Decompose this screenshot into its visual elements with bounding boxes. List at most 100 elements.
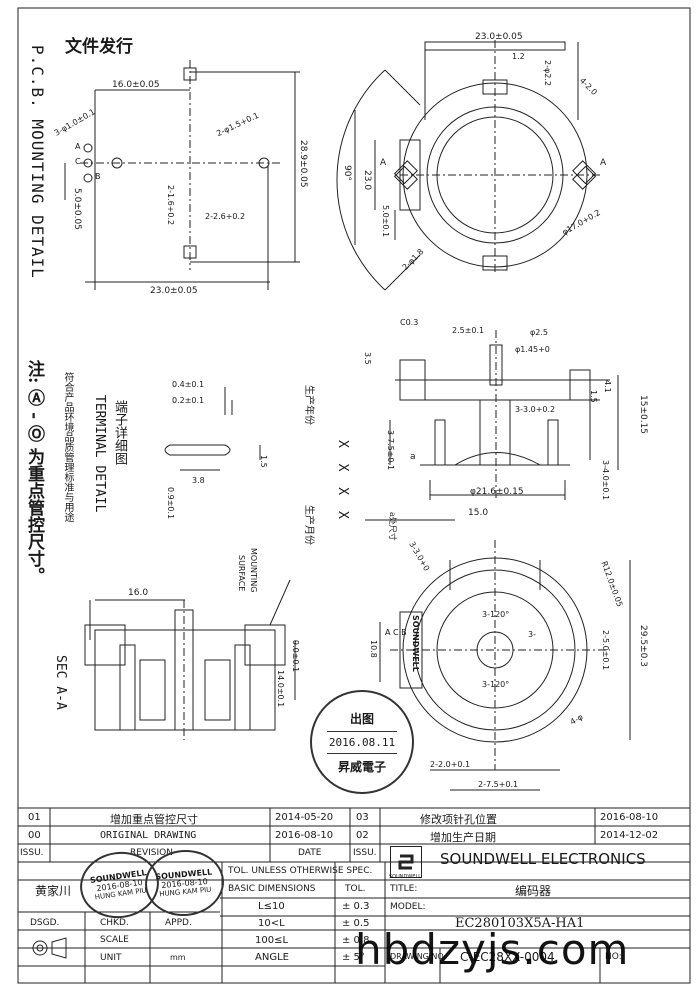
rev-00-no: 00: [28, 830, 41, 841]
side-dim-34: 3-4.0±0.1: [601, 460, 610, 501]
top-dim-50: 5.0±0.1: [381, 205, 390, 238]
side-a: a: [410, 452, 416, 462]
bottom-dim-15: 15.0: [468, 508, 489, 518]
bottom-pins: A C B: [385, 628, 407, 637]
side-dim-216: φ21.6±0.15: [470, 487, 524, 497]
section-label: SEC A-A: [53, 655, 68, 710]
bottom-dim-75: 2-7.5+0.1: [478, 780, 519, 789]
tol-row3-val: ± 0.8: [342, 935, 370, 946]
terminal-dim-02: 0.2±0.1: [172, 396, 205, 405]
terminal-detail-cn: 端子详细图: [112, 400, 127, 465]
rev-03-desc: 修改项针孔位置: [420, 813, 497, 826]
rev-03-date: 2016-08-10: [600, 812, 659, 823]
terminal-dim-15: 1.5: [259, 455, 268, 468]
top-sec-a-right: A: [600, 158, 607, 168]
issu-label: ISSU.: [20, 848, 44, 858]
angle-val: ± 5°: [342, 952, 365, 963]
terminal-detail-en: TERMINAL DETAIL: [92, 395, 107, 513]
rev-01-no: 01: [28, 812, 41, 823]
stamp-bottom: 昇威電子: [337, 759, 386, 774]
pcb-mounting-title: P.C.B. MOUNTING DETAIL: [28, 45, 47, 279]
basic-dim-header: BASIC DIMENSIONS: [228, 884, 316, 894]
side-dim-41: 4.1: [603, 380, 612, 393]
date-code-xs: X X X X: [335, 440, 350, 523]
bottom-a-label: a处尺寸: [388, 512, 397, 541]
tol-row3-dim: 100≤L: [255, 935, 289, 946]
pcb-pin-b: B: [95, 172, 101, 181]
top-dim-90: 90°: [342, 165, 352, 181]
bottom-dim-295: 29.5±0.3: [638, 625, 648, 667]
side-dim-3030: 3-3.0+0.2: [515, 405, 556, 414]
tol-col-header: TOL.: [345, 884, 366, 894]
side-dim-15: 1.5: [589, 390, 598, 403]
pcb-dim-289: 28.9±0.05: [298, 140, 308, 188]
chkd-label: CHKD.: [100, 918, 129, 928]
model-value: EC280103X5A-HA1: [455, 916, 585, 931]
pcb-dim-23: 23.0±0.05: [150, 286, 198, 296]
pcb-hole-2b: 2-1.6+0.2: [166, 185, 175, 226]
rev-01-desc: 增加重点管控尺寸: [110, 813, 198, 826]
date-label: DATE: [298, 848, 322, 858]
section-surface: SURFACE: [237, 555, 246, 592]
designer-name: 黄家川: [35, 884, 72, 898]
side-c03: C0.3: [400, 318, 419, 327]
drawing-no-label: DRAWING NO:: [390, 952, 447, 961]
section-dim-14: 14.0±0.1: [276, 670, 285, 708]
company-name: SOUNDWELL ELECTRONICS: [440, 850, 646, 868]
soundwell-logo-text: SOUNDWELL: [389, 874, 422, 880]
environment-note: 符合产品环境品质管理标准与用途: [62, 372, 73, 522]
rev-02-desc: 增加生产日期: [430, 831, 496, 844]
tol-row1-val: ± 0.3: [342, 901, 370, 912]
bottom-dim-3: 3-: [528, 630, 536, 639]
bottom-dim-20: 2-2.0+0.1: [430, 760, 471, 769]
side-phi25: φ2.5: [530, 328, 548, 337]
file-issue-label: 文件发行: [65, 37, 133, 57]
rev-02-date: 2014-12-02: [600, 830, 659, 841]
bottom-brand: SOUNDWELL: [411, 615, 420, 672]
page-no-label: NO:: [605, 952, 622, 962]
angle-label: ANGLE: [255, 952, 289, 963]
bottom-dim-2050: 2-5.0±0.1: [601, 630, 610, 671]
side-dim-35: 3.5: [363, 352, 372, 365]
top-dim-230: 23.0: [362, 170, 372, 191]
side-phi145: φ1.45+0: [515, 345, 550, 354]
model-label: MODEL:: [390, 902, 426, 912]
soundwell-logo: [390, 846, 422, 878]
top-dim-22: 2-φ2.2: [543, 60, 552, 86]
section-mounting: MOUNTING: [249, 548, 258, 593]
bottom-angle-2: 3-120°: [482, 680, 510, 689]
dsgd-label: DSGD.: [30, 918, 60, 928]
tol-row1-dim: L≤10: [258, 901, 285, 912]
rev-00-date: 2016-08-10: [275, 830, 334, 841]
side-dim-375: 3-7.5±0.1: [386, 430, 395, 471]
bottom-angle-1: 3-120°: [482, 610, 510, 619]
terminal-dim-38: 3.8: [192, 476, 205, 485]
top-dim-23: 23.0±0.05: [475, 32, 523, 42]
bottom-dim-108: 10.8: [369, 640, 378, 658]
rev-03-no: 03: [356, 812, 369, 823]
stamp-date: 2016.08.11: [326, 730, 398, 754]
top-sec-a-left: A: [380, 158, 387, 168]
prod-year-label: 生产年份: [303, 385, 314, 425]
rev-02-no: 02: [356, 830, 369, 841]
watermark: hbdzyjs.com: [355, 925, 630, 974]
tol-row2-val: ± 0.5: [342, 918, 370, 929]
release-stamp: 出图 2016.08.11 昇威電子: [310, 690, 414, 794]
unit-value: mm: [170, 953, 186, 962]
unit-label: UNIT: [100, 953, 122, 963]
pcb-dim-5: 5.0±0.05: [72, 188, 82, 230]
title-label: TITLE:: [390, 884, 418, 894]
side-dim-1515: 15±0.15: [638, 395, 648, 435]
pcb-pin-a: A: [75, 142, 81, 151]
revision-label: REVISION: [130, 848, 173, 858]
appd-label: APPD.: [165, 918, 192, 928]
issu2-label: ISSU.: [353, 848, 377, 858]
section-dim-9: 9.0±0.1: [291, 640, 300, 673]
projection-symbol-icon: [32, 937, 67, 959]
top-dim-12: 1.2: [512, 52, 525, 61]
rev-01-date: 2014-05-20: [275, 812, 334, 823]
scale-label: SCALE: [100, 935, 129, 945]
stamp-top: 出图: [349, 711, 374, 726]
rev-00-desc: ORIGINAL DRAWING: [100, 830, 197, 841]
